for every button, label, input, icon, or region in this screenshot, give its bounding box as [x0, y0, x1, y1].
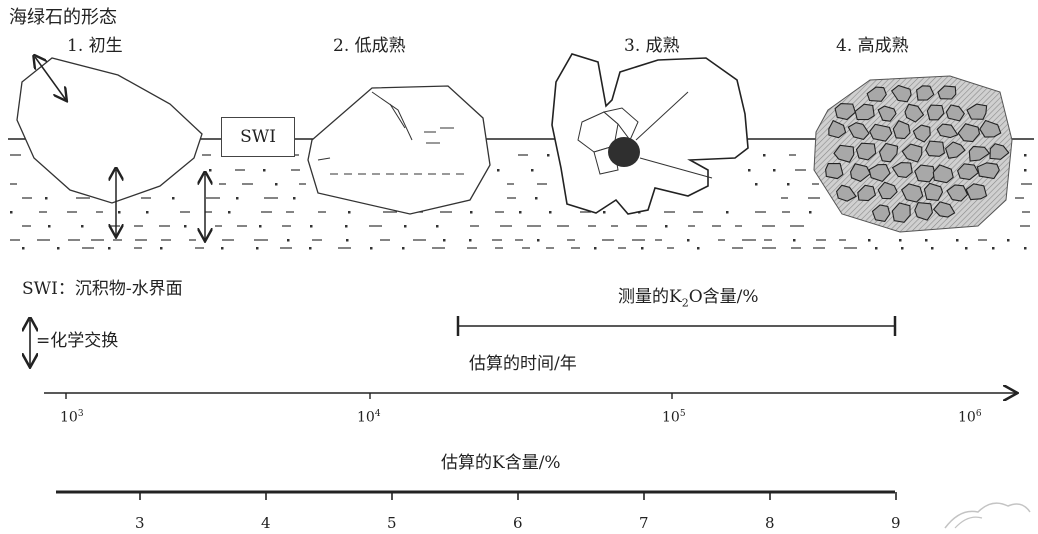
k2o-range-bar	[456, 316, 897, 336]
swi-box-label: SWI	[240, 127, 276, 147]
k-axis-tick-label: 7	[639, 514, 649, 532]
exchange-arrow-diagonal	[35, 57, 66, 100]
legend-exchange-label: =化学交换	[36, 331, 119, 351]
k-axis-tick-label: 5	[387, 514, 397, 532]
time-axis-title: 估算的时间/年	[469, 354, 577, 374]
k-axis-tick-label: 6	[513, 514, 523, 532]
k-content-axis	[56, 490, 897, 500]
k-axis-tick-label: 9	[891, 514, 901, 532]
k-axis-tick-label: 8	[765, 514, 775, 532]
time-axis	[44, 393, 1016, 399]
stage-3-label: 3. 成熟	[624, 36, 680, 56]
time-tick-1e6: 106	[958, 409, 982, 426]
stage-2-label: 2. 低成熟	[333, 36, 406, 56]
stage-1-grain	[16, 57, 205, 240]
stage-4-grain	[813, 75, 1013, 233]
k-axis-tick-label: 4	[261, 514, 271, 532]
legend-swi-definition: SWI：沉积物-水界面	[22, 279, 183, 299]
k-axis-title: 估算的K含量/%	[441, 453, 561, 473]
stage-2-grain	[307, 85, 491, 215]
diagram-title: 海绿石的形态	[9, 7, 117, 28]
stage-4-grain-fragments	[825, 84, 1010, 223]
stage-4-label: 4. 高成熟	[836, 36, 909, 56]
swi-box: SWI	[221, 117, 295, 157]
stage-1-label: 1. 初生	[67, 36, 123, 56]
time-tick-1e3: 103	[60, 409, 84, 426]
watermark-logo	[944, 502, 1031, 529]
k2o-range-label: 测量的K2O含量/%	[618, 287, 759, 310]
k-axis-tick-label: 3	[135, 514, 145, 532]
time-tick-1e4: 104	[357, 409, 381, 426]
mature-core	[608, 137, 640, 167]
stage-3-grain	[551, 53, 749, 215]
time-tick-1e5: 105	[662, 409, 686, 426]
